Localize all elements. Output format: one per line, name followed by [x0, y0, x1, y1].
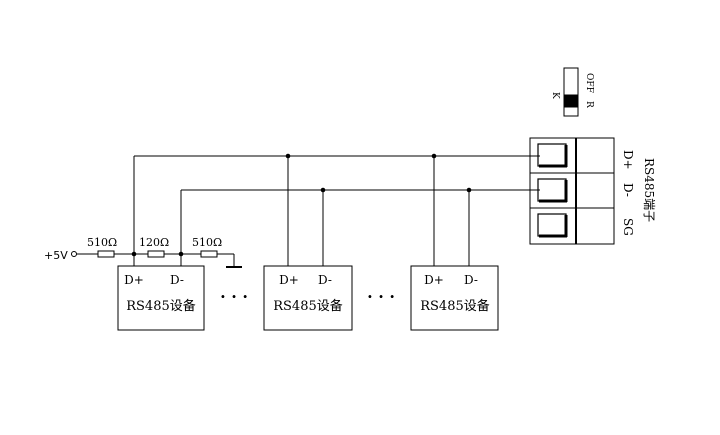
terminal-block: D+ D- SG RS485端子 [529, 137, 656, 245]
dip-switch-r-label: R [584, 101, 594, 108]
terminal-pin-dminus: D- [621, 183, 635, 197]
resistor-510-left-label: 510Ω [87, 236, 117, 249]
ellipsis-2: · · · [367, 287, 395, 306]
device-2-dplus: D+ [279, 273, 299, 287]
supply-label: +5V [44, 249, 68, 262]
supply-terminal [71, 251, 77, 257]
terminal-screw-dminus [537, 178, 567, 202]
terminal-screw-dplus [537, 143, 567, 167]
device-2: D+ D- RS485设备 [263, 265, 353, 331]
device-2-dminus: D- [318, 273, 332, 287]
device-1: D+ D- RS485设备 [117, 265, 205, 331]
device-1-name: RS485设备 [126, 298, 196, 314]
device-3-name: RS485设备 [420, 298, 490, 314]
resistor-510-right-label: 510Ω [192, 236, 222, 249]
device-3-dplus: D+ [424, 273, 444, 287]
device-1-dminus: D- [170, 273, 184, 287]
device-3-dminus: D- [464, 273, 478, 287]
terminal-title: RS485端子 [642, 158, 656, 222]
device-3-box [410, 265, 499, 331]
device-1-box [117, 265, 205, 331]
resistor-120 [147, 250, 165, 258]
bus-wires [133, 155, 540, 266]
dip-switch-slider [564, 94, 578, 108]
terminal-pin-dplus: D+ [621, 150, 635, 170]
resistor-120-label: 120Ω [139, 236, 169, 249]
ellipsis-1: · · · [220, 287, 248, 306]
dip-switch: OFF K R [550, 67, 594, 117]
dip-switch-k-label: K [550, 92, 560, 99]
dip-switch-off-label: OFF [584, 73, 594, 93]
terminal-outline [529, 137, 615, 245]
dip-switch-body [563, 67, 579, 117]
resistor-510-right [200, 250, 218, 258]
terminal-screw-sg [537, 213, 567, 237]
resistor-510-left [97, 250, 115, 258]
device-2-name: RS485设备 [273, 298, 343, 314]
device-1-dplus: D+ [124, 273, 144, 287]
device-2-box [263, 265, 353, 331]
resistor-chain: +5V 510Ω 120Ω 510Ω [44, 236, 242, 268]
terminal-pin-sg: SG [621, 218, 635, 236]
device-3: D+ D- RS485设备 [410, 265, 499, 331]
junction-dots [131, 153, 472, 257]
